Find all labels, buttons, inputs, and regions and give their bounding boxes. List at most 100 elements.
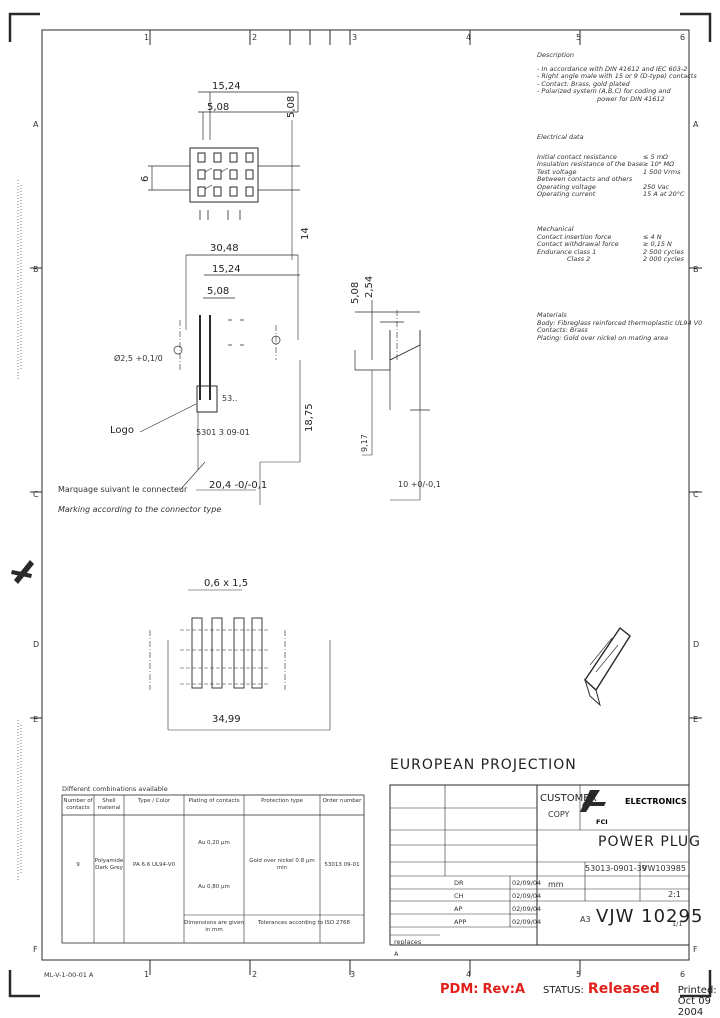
grid-left-b: B xyxy=(33,265,39,274)
spec-line: Contacts: Brass xyxy=(537,326,588,334)
tb-role: APP xyxy=(454,918,467,926)
table-cell: Gold over nickel 0.8 µm min xyxy=(249,858,315,871)
revision-value: A xyxy=(394,950,399,958)
spec-row: Initial contact resistance≤ 5 mΩ xyxy=(537,152,669,161)
grid-top-4: 4 xyxy=(466,33,472,42)
spec-mechanical: Mechanical Contact insertion force≤ 4 N … xyxy=(537,225,684,264)
status-bar: PDM: Rev:A STATUS: Released Printed: Oct… xyxy=(440,981,720,1018)
dim-5-08-side: 5,08 xyxy=(350,281,361,304)
copy-label: COPY xyxy=(548,810,570,819)
reference-number: VW103985 xyxy=(642,864,686,873)
dim-2-54: 2,54 xyxy=(364,275,375,298)
spec-row: Contact withdrawal force≥ 0,15 N xyxy=(537,240,672,248)
dim-30-48: 30,48 xyxy=(210,243,239,254)
spec-line: power for DIN 41612 xyxy=(597,94,665,103)
col-header-order: Order number xyxy=(322,798,362,804)
grid-right-b: B xyxy=(693,265,699,274)
corner-mark-tl xyxy=(8,12,40,42)
col-header-type: Type / Color xyxy=(137,798,171,804)
file-reference: ML-V-1-00-01 A xyxy=(44,971,94,979)
col-header-contacts: Number of contacts xyxy=(63,798,93,811)
dim-5-08-mid: 5,08 xyxy=(207,286,230,297)
spec-line: - Contact: Brass, gold plated xyxy=(537,79,630,88)
grid-top-5: 5 xyxy=(576,33,582,42)
pdm-value: Rev:A xyxy=(482,982,526,997)
sheet-number: 1/1 xyxy=(672,920,683,928)
spec-line: - In accordance with DIN 41612 and IEC 6… xyxy=(537,64,688,73)
grid-right-f: F xyxy=(693,945,698,954)
grid-bottom-4: 4 xyxy=(466,970,472,979)
pdm-label: PDM: xyxy=(440,982,479,997)
grid-bottom-5: 5 xyxy=(576,970,582,979)
table-cell: Au 0,20 µm xyxy=(198,840,230,846)
spec-line: Plating: Gold over nickel on mating area xyxy=(537,333,669,342)
table-cell: 53013 09-01 xyxy=(324,862,360,868)
tb-date: 02/09/04 xyxy=(512,892,542,900)
col-header-plating: Plating of contacts xyxy=(188,798,240,804)
units-label: mm xyxy=(548,880,564,889)
grid-top-1: 1 xyxy=(144,33,150,42)
grid-left-d: D xyxy=(33,640,40,649)
grid-top-3: 3 xyxy=(352,33,358,42)
col-header-protection: Protection type xyxy=(261,798,303,804)
grid-left-f: F xyxy=(33,945,38,954)
grid-left-e: E xyxy=(33,715,39,724)
drawing-number: VJW 10295 xyxy=(596,906,704,927)
grid-bottom-3: 3 xyxy=(350,970,356,979)
corner-mark-bl xyxy=(8,970,40,998)
drawing-frame xyxy=(41,29,690,961)
corner-mark-tr xyxy=(680,12,712,42)
table-cell: Polyamide Dark Grey xyxy=(94,858,124,871)
dim-15-24-top: 15,24 xyxy=(212,81,241,92)
grid-left-c: C xyxy=(33,490,39,499)
fci-side-logo xyxy=(11,560,34,584)
spec-electrical-title: Electrical data xyxy=(537,133,584,141)
dim-18-75: 18,75 xyxy=(304,403,315,432)
spec-line: Body: Fibreglass reinforced thermoplasti… xyxy=(537,318,703,327)
tb-date: 02/09/04 xyxy=(512,905,542,913)
spec-mechanical-title: Mechanical xyxy=(537,225,574,233)
spec-general: Description - In accordance with DIN 416… xyxy=(537,51,697,103)
part-marking: 5301 3 09-01 xyxy=(196,428,250,437)
dim-5-08-top: 5,08 xyxy=(207,102,230,113)
fci-logo-mark xyxy=(580,790,606,812)
dim-34-99: 34,99 xyxy=(212,714,241,725)
format-label: A3 xyxy=(580,915,591,924)
spec-row: Between contacts and others xyxy=(537,175,633,183)
dim-9-17: 9,17 xyxy=(360,434,369,452)
table-cell: Au 0,80 µm xyxy=(198,884,230,890)
spec-electrical: Electrical data Initial contact resistan… xyxy=(537,133,685,199)
dim-5-08-vertical: 5,08 xyxy=(286,95,297,118)
grid-bottom-2: 2 xyxy=(252,970,258,979)
grid-right-d: D xyxy=(693,640,700,649)
brand-electronics: ELECTRONICS xyxy=(625,797,687,806)
product-title: POWER PLUG xyxy=(598,834,701,850)
grid-right-a: A xyxy=(693,120,699,129)
scale-value: 2:1 xyxy=(668,890,681,899)
logo-callout: Logo xyxy=(110,425,134,436)
spec-materials: Materials Body: Fibreglass reinforced th… xyxy=(537,311,703,342)
dim-14: 14 xyxy=(300,227,311,240)
grid-bottom-6: 6 xyxy=(680,970,686,979)
marking-note-en: Marking according to the connector type xyxy=(58,505,222,514)
dim-10: 10 +0/-0,1 xyxy=(398,480,441,489)
part-number: 53013-0901-39 xyxy=(585,864,647,873)
tb-role: DR xyxy=(454,879,464,887)
tb-role: AP xyxy=(454,905,463,913)
customer-label: CUSTOMER xyxy=(540,793,597,804)
table-footer-a: Dimensions are given in mm xyxy=(184,920,244,933)
spec-materials-title: Materials xyxy=(537,311,567,319)
tb-date: 02/09/04 xyxy=(512,879,542,887)
grid-right-e: E xyxy=(693,715,699,724)
spec-row: Insulation resistance of the base≥ 10⁶ M… xyxy=(537,160,675,168)
replaces-label: replaces xyxy=(394,938,422,946)
spec-general-title: Description xyxy=(537,51,575,59)
grid-left-a: A xyxy=(33,120,39,129)
spec-line: - Right angle male with 15 or 9 (D-type)… xyxy=(537,72,697,80)
